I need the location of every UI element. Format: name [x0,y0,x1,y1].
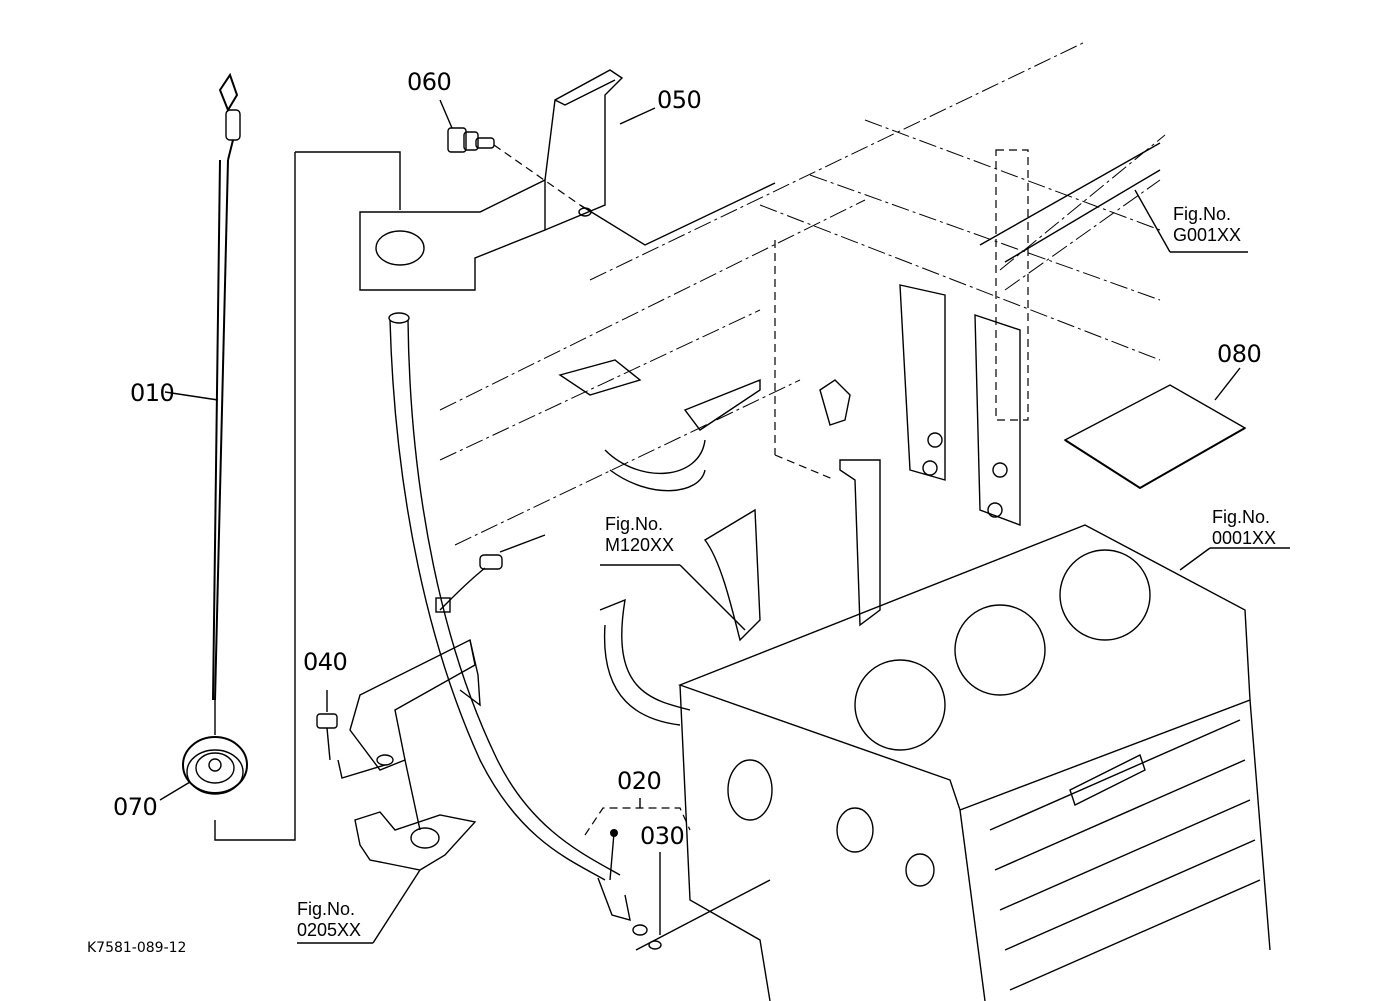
figure-ref-prefix: Fig.No. [1173,204,1232,224]
figure-ref-prefix: Fig.No. [297,899,356,919]
figure-ref-code: G001XX [1173,225,1242,245]
figure-ref-m120xx: Fig.No. M120XX [605,514,674,556]
frame-support [899,189,1248,527]
figure-ref-prefix: Fig.No. [605,514,664,534]
sheet-080 [1063,367,1247,490]
figure-ref-0205xx: Fig.No. 0205XX [297,899,361,941]
figure-ref-g001xx: Fig.No. G001XX [1173,204,1241,246]
part-label-050: 050 [657,86,702,114]
leader-0205xx [372,869,421,944]
pipe-bracket [316,638,481,871]
part-label-080: 080 [1217,340,1262,368]
part-label-040: 040 [303,648,348,676]
part-label-030: 030 [640,822,685,850]
sensor-assembly [435,534,546,613]
dipstick-010 [164,72,241,735]
drawing-code: K7581-089-12 [87,940,187,956]
figure-ref-0001xx: Fig.No. 0001XX [1212,507,1276,549]
frame-outline [439,41,1166,546]
callout-group-020 [584,798,691,935]
engine-grid [989,719,1261,991]
engine-block [677,524,1290,1001]
leader-m120xx [679,564,746,631]
part-label-020: 020 [617,767,662,795]
part-label-010: 010 [130,379,175,407]
figure-ref-code: 0001XX [1212,528,1277,548]
part-label-060: 060 [407,68,452,96]
fitting-060 [439,99,581,206]
cap-070 [159,736,248,801]
oil-pan-region [558,359,881,726]
guide-pipe-020 [388,312,771,951]
figure-ref-code: M120XX [605,535,675,555]
figure-ref-prefix: Fig.No. [1212,507,1271,527]
figure-ref-code: 0205XX [297,920,362,940]
part-label-070: 070 [113,793,158,821]
bracket-050 [359,69,656,291]
